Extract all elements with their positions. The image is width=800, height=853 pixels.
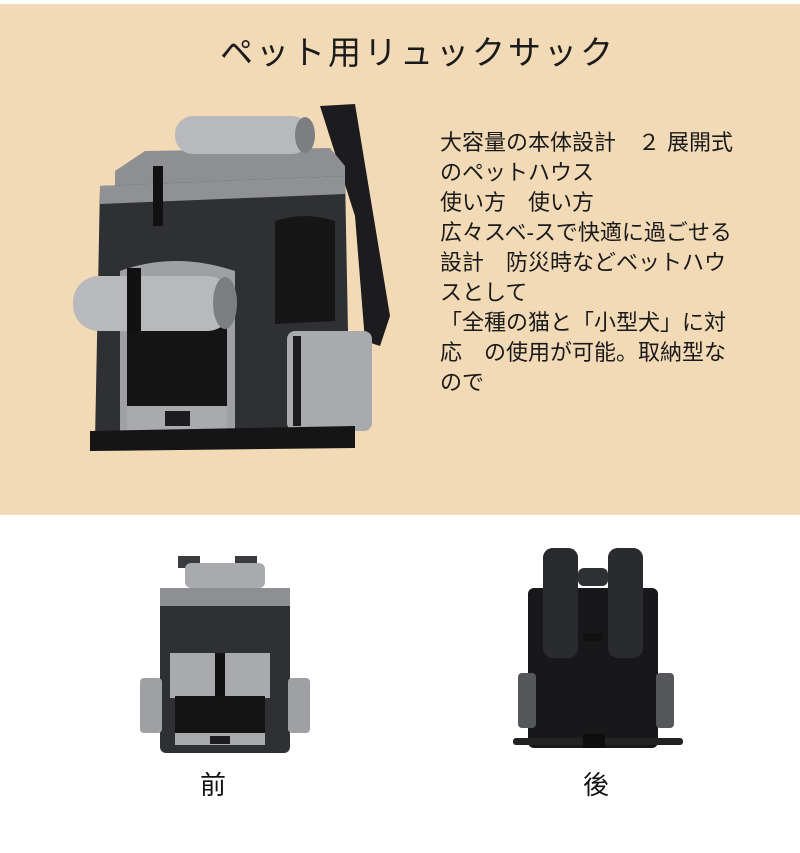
description-line: 使い方 使い方 — [440, 191, 595, 216]
product-description: 大容量の本体設計 ２ 展開式 のペットハウス 使い方 使い方 広々スベ-スで快適… — [440, 129, 800, 399]
description-line: 大容量の本体設計 ２ 展開式 — [440, 131, 733, 156]
description-line: のペットハウス — [440, 161, 595, 186]
description-line: 設計 防災時などベットハウ — [440, 251, 727, 276]
description-line: スとして — [440, 281, 528, 306]
description-line: 「全種の猫と「小型犬」に対 — [440, 311, 727, 336]
back-view-label: 後 — [583, 771, 610, 801]
product-title: ペット用リュックサック — [220, 33, 616, 72]
front-view-image — [140, 556, 310, 753]
description-line: ので — [440, 371, 485, 396]
back-view-image — [513, 548, 683, 748]
front-view-label: 前 — [200, 771, 227, 801]
hero-banner: ペット用リュックサック 大容量の本体設計 ２ 展開式 のペットハウス 使い — [0, 4, 800, 515]
pet-backpack-image — [73, 104, 390, 451]
description-line: 応 の使用が可能。取納型な — [440, 341, 727, 366]
description-line: 広々スベ-スで快適に過ごせる — [440, 221, 732, 246]
